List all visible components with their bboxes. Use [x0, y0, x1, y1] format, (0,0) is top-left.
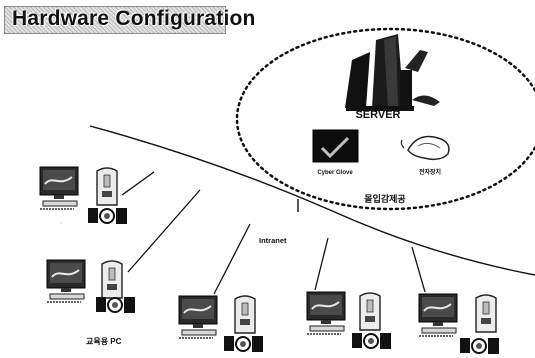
workstation-3: [178, 295, 264, 353]
svg-text:ʾ: ʾ: [60, 222, 62, 229]
link-line-pc4: [314, 237, 329, 291]
vr-gear-icon: [87, 207, 128, 225]
link-line-pc3: [213, 223, 251, 295]
vr-gear-icon: [351, 332, 392, 350]
server-group-boundary: [235, 27, 535, 211]
cyber-glove-icon: [312, 129, 359, 163]
pc-tower-icon: [475, 294, 497, 333]
intranet-label: Intranet: [259, 236, 287, 245]
vr-gear-icon: [95, 296, 136, 314]
pc-tower-icon: [96, 167, 118, 206]
monitor-icon: [46, 259, 86, 303]
vr-gear-icon: [223, 335, 264, 353]
link-line-pc1: [121, 171, 155, 196]
server-icon: [345, 34, 440, 111]
network-backbone: [89, 125, 535, 276]
monitor-icon: [39, 166, 79, 210]
workstation-2: [46, 259, 136, 314]
monitor-icon: [178, 295, 218, 339]
workstation-1: ʾ: [39, 166, 128, 229]
monitor-icon: [306, 291, 346, 335]
tracker-icon: [400, 135, 450, 161]
pc-tower-icon: [359, 292, 381, 331]
education-pc-label: 교육용 PC: [86, 336, 122, 346]
tracker-label: 전자장치: [419, 168, 441, 176]
pc-tower-icon: [101, 260, 123, 299]
pc-tower-icon: [234, 295, 256, 334]
server-group-label: 몰입감제공: [364, 193, 405, 204]
workstation-5: [418, 293, 500, 355]
link-line-pc2: [127, 189, 201, 273]
cyber-glove-label: Cyber Glove: [317, 170, 353, 176]
monitor-icon: [418, 293, 458, 337]
link-line-pc5: [411, 246, 426, 293]
server-label: SERVER: [355, 109, 400, 121]
title-banner: Hardware Configuration: [4, 6, 255, 34]
vr-gear-icon: [459, 337, 500, 355]
workstation-4: [306, 291, 392, 350]
diagram-title: Hardware Configuration: [12, 7, 256, 30]
